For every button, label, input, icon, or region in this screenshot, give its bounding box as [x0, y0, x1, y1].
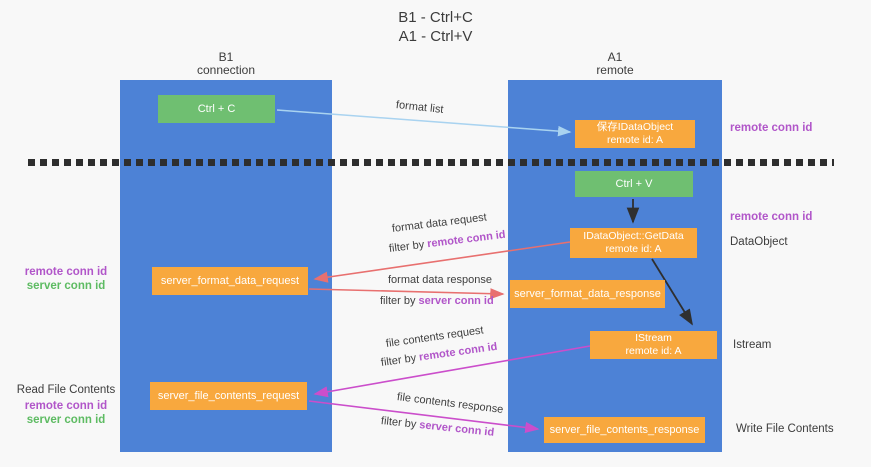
note-block-format-conn-ids: remote conn id server conn id — [16, 265, 116, 293]
node-istream: IStream remote id: A — [590, 331, 717, 359]
getdata-line2: remote id: A — [605, 243, 662, 255]
note-dataobject: DataObject — [730, 236, 788, 248]
node-ctrl-c: Ctrl + C — [158, 95, 275, 123]
lane-a1-role: remote — [596, 63, 634, 77]
title-line-2: A1 - Ctrl+V — [398, 28, 473, 45]
note-block-read-file: Read File Contents remote conn id server… — [14, 383, 118, 427]
getdata-line1: IDataObject::GetData — [583, 230, 684, 242]
edge-format-data-response — [308, 288, 505, 300]
node-saved-idataobject: 保存IDataObject remote id: A — [575, 120, 695, 148]
lane-header-a1: A1 remote — [508, 51, 722, 77]
saved-idataobject-line2: remote id: A — [606, 134, 663, 146]
label-filter-server-2: filter by server conn id — [380, 415, 494, 439]
node-idataobject-getdata: IDataObject::GetData remote id: A — [570, 228, 697, 258]
note-remote-conn-id-mid-right: remote conn id — [730, 211, 813, 223]
server-conn-id-text: server conn id — [418, 295, 494, 307]
lane-header-b1: B1 connection — [120, 51, 332, 77]
filter-by-text: filter by — [388, 238, 428, 255]
filter-by-text: filter by — [380, 295, 419, 307]
remote-conn-id-text: remote conn id — [418, 340, 499, 364]
lane-b1-name: B1 — [218, 50, 234, 64]
node-server-format-data-request: server_format_data_request — [152, 267, 308, 295]
remote-conn-id-text: remote conn id — [426, 228, 507, 251]
label-format-data-request: format data request — [391, 211, 488, 235]
label-format-list: format list — [395, 99, 445, 116]
filter-by-text: filter by — [380, 351, 420, 369]
istream-line1: IStream — [635, 332, 672, 344]
label-file-contents-response: file contents response — [396, 391, 504, 416]
node-server-file-contents-response: server_file_contents_response — [544, 417, 705, 443]
saved-idataobject-line1: 保存IDataObject — [596, 121, 674, 133]
note-write-file-contents: Write File Contents — [736, 423, 834, 435]
note-server-conn-id-left-1: server conn id — [26, 280, 106, 292]
note-remote-conn-id-left-1: remote conn id — [24, 266, 108, 278]
server-conn-id-text: server conn id — [418, 419, 495, 439]
dashed-separator — [28, 159, 834, 166]
note-remote-conn-id-top-right: remote conn id — [730, 122, 813, 134]
filter-by-text: filter by — [380, 415, 420, 431]
label-format-data-response: format data response — [388, 274, 492, 286]
node-ctrl-v: Ctrl + V — [575, 171, 693, 197]
lane-a1-name: A1 — [607, 50, 623, 64]
note-remote-conn-id-left-2: remote conn id — [24, 400, 108, 412]
node-server-format-data-response: server_format_data_response — [510, 280, 665, 308]
note-read-file-contents: Read File Contents — [16, 384, 116, 396]
note-istream: Istream — [733, 339, 772, 351]
istream-line2: remote id: A — [625, 345, 682, 357]
title-line-1: B1 - Ctrl+C — [398, 9, 473, 26]
label-filter-server-1: filter by server conn id — [380, 295, 494, 307]
lane-b1-role: connection — [196, 63, 256, 77]
diagram-title: B1 - Ctrl+C A1 - Ctrl+V — [0, 8, 871, 46]
note-server-conn-id-left-2: server conn id — [26, 414, 106, 426]
node-server-file-contents-request: server_file_contents_request — [150, 382, 307, 410]
